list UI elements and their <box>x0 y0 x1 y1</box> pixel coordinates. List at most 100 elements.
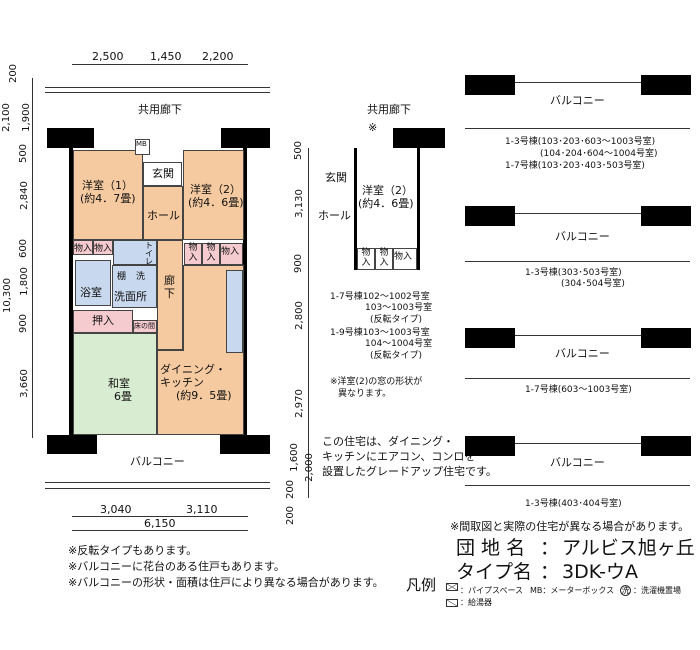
tokonoma: 床の間 <box>133 320 157 333</box>
dim-left: 200 <box>8 63 20 84</box>
dim-left: 10,300 <box>2 278 13 313</box>
estate-label: 団 地 名 <box>456 537 526 559</box>
balcony-label: バルコニー <box>555 347 610 360</box>
tokonoma-label: 床の間 <box>134 322 155 330</box>
dim-left: 900 <box>18 313 30 334</box>
column <box>47 128 94 148</box>
japanese-room <box>73 333 157 435</box>
storage-label: 物入 <box>206 243 216 263</box>
dim-right: 2,800 <box>293 301 305 330</box>
dim-line-left <box>32 78 33 438</box>
storage-label: 物入 <box>221 247 240 257</box>
note: ※バルコニーの形状・面積は住戸により異なる場合があります。 <box>68 576 384 589</box>
dim-left: 3,660 <box>18 369 30 398</box>
dim-bottom: 6,150 <box>144 517 176 530</box>
legend-item: ：洗濯機置場 <box>633 586 681 595</box>
washroom <box>112 265 157 308</box>
room-label: 押入 <box>92 314 114 327</box>
corridor-label: 共用廊下 <box>138 103 182 116</box>
column <box>641 328 691 348</box>
disclaimer: ※間取図と実際の住宅が異なる場合があります。 <box>450 520 690 533</box>
column <box>465 206 515 226</box>
column <box>641 206 691 226</box>
storage: 物入 <box>357 248 375 270</box>
room-label: 玄関 <box>325 171 347 184</box>
corridor-wall <box>45 92 270 93</box>
balcony-label: バルコニー <box>550 94 605 107</box>
room-label: 和室 <box>108 377 130 390</box>
balcony-caption: 1-7号棟(603～1003号室) <box>525 385 632 395</box>
upgrade-note: この住宅は、ダイニング・ <box>322 435 454 448</box>
storage-label: 物入 <box>74 244 93 254</box>
note: ※反転タイプもあります。 <box>68 544 198 557</box>
western-room-1 <box>73 150 143 240</box>
storage: 物入 <box>375 248 393 270</box>
mb-label: MB <box>136 140 147 148</box>
balcony-caption: (304･504号室) <box>561 279 625 289</box>
dim-left: 1,900 <box>20 103 32 132</box>
wall <box>243 146 247 436</box>
balcony-caption: (104･204･604～1004号室) <box>540 149 658 159</box>
alt-caption: (反転タイプ) <box>370 315 423 325</box>
note-mark: ※ <box>368 121 378 134</box>
balcony-caption: 1-3号棟(303･503号室) <box>525 268 622 278</box>
room-label: 玄関 <box>152 167 174 180</box>
column <box>465 436 515 456</box>
balcony-caption: 1-3号棟(103･203･603～1003号室) <box>505 137 656 147</box>
storage: 物入 <box>93 240 113 255</box>
water-heater-icon <box>446 599 458 607</box>
dim-left: 1,800 <box>18 267 30 296</box>
alt-note: 異なります。 <box>338 389 392 399</box>
storage: 物入 <box>73 240 93 255</box>
dim-bottom: 3,040 <box>100 503 132 516</box>
balcony-variant-3: バルコニー 1-7号棟(603～1003号室) <box>465 300 691 400</box>
dim-line-bottom <box>72 530 248 531</box>
window <box>515 213 641 214</box>
wall <box>354 148 357 270</box>
dim-top: 2,200 <box>202 50 234 63</box>
toilet <box>113 240 157 265</box>
legend-item: ：給湯器 <box>460 598 492 607</box>
room-size: (約4．6畳) <box>188 196 244 209</box>
shelf-label: 棚 <box>117 272 127 282</box>
dim-right: 900 <box>293 253 305 274</box>
column <box>47 435 97 454</box>
column <box>465 75 515 95</box>
window <box>515 82 641 83</box>
balcony-label: バルコニー <box>550 456 605 469</box>
room-label: 洋室（2） <box>190 183 241 196</box>
corridor-wall <box>45 87 270 88</box>
legend-item: MB：メーターボックス <box>530 586 615 595</box>
upgrade-note: キッチンにエアコン、コンロを <box>322 450 476 463</box>
dim-right: 3,130 <box>293 189 305 218</box>
room-label: 浴室 <box>80 286 102 299</box>
room-label: 洋室（1） <box>82 179 133 192</box>
room-size: (約4．7畳) <box>80 192 136 205</box>
legend-item: ：パイプスペース <box>460 586 524 595</box>
western-room-2 <box>183 150 244 240</box>
alt-caption: (反転タイプ) <box>370 351 423 361</box>
wall <box>69 146 73 436</box>
room-size: 6畳 <box>114 390 132 403</box>
legend-title: 凡例 <box>406 576 437 594</box>
dim-right: 200 <box>285 479 297 500</box>
alt-note: ※洋室(2)の窓の形状が <box>330 377 423 387</box>
meter-box: MB <box>135 139 150 155</box>
storage-label: 物入 <box>379 248 389 268</box>
window <box>515 443 641 444</box>
balcony-variant-4: バルコニー 1-3号棟(403･404号室) <box>465 410 691 520</box>
alt-caption: 1-9号棟103～1003号室 <box>330 328 430 338</box>
dim-right: 2,000 <box>303 453 315 482</box>
balcony-rail <box>465 261 690 262</box>
dim-top: 2,500 <box>92 50 124 63</box>
balcony-variant-1: バルコニー 1-3号棟(103･203･603～1003号室) (104･204… <box>465 60 691 171</box>
corridor-label: 共用廊下 <box>367 103 411 116</box>
storage-label: 物入 <box>361 248 371 268</box>
wall <box>417 148 420 270</box>
separator: ： <box>540 561 560 583</box>
dim-top: 1,450 <box>150 50 182 63</box>
room-size: (約9．5畳) <box>176 389 232 402</box>
column <box>220 435 270 454</box>
storage-label: 物入 <box>94 244 113 254</box>
balcony-rail <box>465 378 690 379</box>
